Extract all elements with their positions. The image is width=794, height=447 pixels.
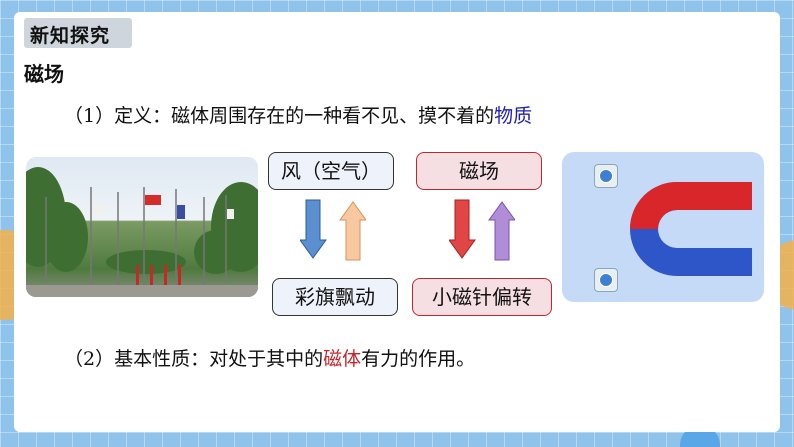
section-badge: 新知探究: [24, 18, 132, 48]
up-arrow-icon: [339, 201, 366, 261]
up-arrow-icon: [488, 201, 515, 261]
flags-photo: [26, 157, 258, 297]
down-arrow-icon: [449, 199, 476, 259]
effect-box-flags: 彩旗飘动: [272, 278, 398, 316]
property-suffix: 有力的作用。: [361, 348, 476, 370]
effect-box-needle: 小磁针偏转: [412, 278, 552, 316]
cause-box-field: 磁场: [416, 152, 542, 190]
cause-box-wind-label: 风（空气）: [281, 159, 381, 183]
compass-icon: [594, 164, 618, 188]
property-text: （2）基本性质：对处于其中的: [64, 348, 324, 370]
effect-box-needle-label: 小磁针偏转: [432, 285, 532, 309]
cause-box-wind: 风（空气）: [268, 152, 394, 190]
down-arrow-icon: [300, 199, 327, 259]
magnet-photo: [562, 152, 764, 302]
definition-highlight: 物质: [494, 105, 533, 127]
section-badge-label: 新知探究: [30, 25, 111, 47]
u-magnet-icon: [630, 182, 752, 276]
definition-line: （1）定义：磁体周围存在的一种看不见、摸不着的物质: [64, 101, 532, 128]
section-title: 磁场: [24, 62, 64, 86]
effect-box-flags-label: 彩旗飘动: [295, 285, 375, 309]
definition-text: （1）定义：磁体周围存在的一种看不见、摸不着的: [64, 105, 495, 127]
arrows-right: [449, 199, 515, 261]
compass-icon: [594, 268, 618, 292]
property-highlight: 磁体: [323, 348, 362, 370]
arrows-left: [300, 199, 366, 261]
cause-box-field-label: 磁场: [459, 159, 499, 183]
property-line: （2）基本性质：对处于其中的磁体有力的作用。: [64, 344, 475, 371]
flags-illustration: [26, 167, 258, 297]
